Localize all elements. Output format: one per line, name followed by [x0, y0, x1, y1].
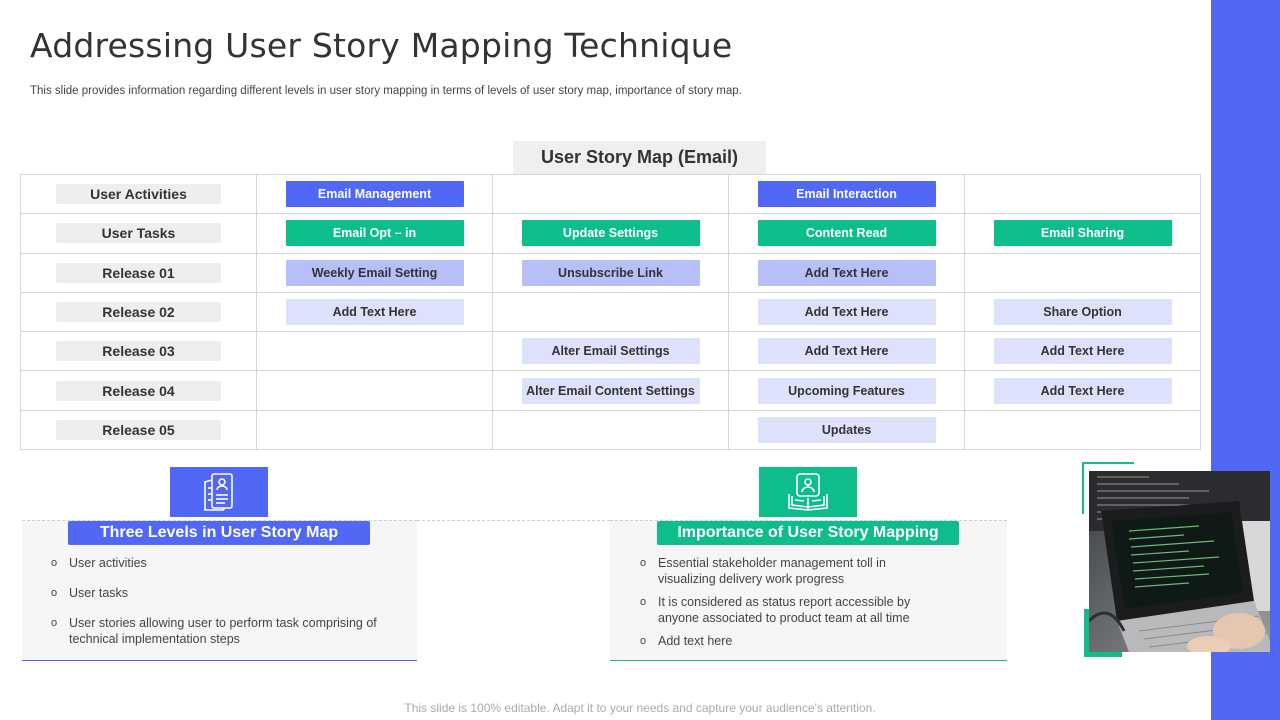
row-label: Release 04 — [56, 380, 221, 401]
row-label: Release 03 — [56, 341, 221, 362]
list-item: User tasks — [51, 585, 396, 601]
release-box: Add Text Here — [757, 299, 936, 326]
levels-list: User activities User tasks User stories … — [51, 555, 396, 661]
row-label: Release 02 — [56, 302, 221, 323]
photo-frame-accent — [1082, 462, 1134, 514]
task-box: Update Settings — [521, 220, 700, 247]
task-box: Email Opt – in — [285, 220, 464, 247]
activity-box: Email Management — [285, 181, 464, 208]
open-book-icon — [759, 467, 857, 517]
release-box: Share Option — [993, 299, 1172, 326]
laptop-code-photo — [1089, 471, 1270, 652]
release-box: Upcoming Features — [757, 377, 936, 404]
list-item: User stories allowing user to perform ta… — [51, 615, 396, 647]
slide-title: Addressing User Story Mapping Technique — [30, 26, 733, 65]
document-user-icon — [170, 467, 268, 517]
release-box: Add Text Here — [285, 299, 464, 326]
release-box: Updates — [757, 416, 936, 443]
release-box: Add Text Here — [757, 338, 936, 365]
photo-frame-accent — [1084, 609, 1122, 657]
row-label: Release 05 — [56, 419, 221, 440]
levels-heading: Three Levels in User Story Map — [68, 521, 370, 545]
release-box: Add Text Here — [757, 259, 936, 286]
importance-heading: Importance of User Story Mapping — [657, 521, 959, 545]
release-box: Weekly Email Setting — [285, 259, 464, 286]
release-box: Alter Email Content Settings — [521, 377, 700, 404]
row-label: User Activities — [56, 184, 221, 205]
list-item: It is considered as status report access… — [640, 594, 940, 626]
table-row: User Tasks Email Opt – in Update Setting… — [20, 213, 1201, 254]
story-map-table: User Activities Email Management Email I… — [20, 173, 1201, 451]
divider-line — [417, 520, 610, 521]
row-label: User Tasks — [56, 223, 221, 244]
slide-subtitle: This slide provides information regardin… — [30, 85, 742, 97]
table-row: Release 04 Alter Email Content Settings … — [20, 370, 1201, 411]
table-row: Release 02 Add Text Here Add Text Here S… — [20, 291, 1201, 333]
table-row: Release 03 Alter Email Settings Add Text… — [20, 331, 1201, 372]
release-box: Add Text Here — [993, 338, 1172, 365]
release-box: Unsubscribe Link — [521, 259, 700, 286]
release-box: Add Text Here — [993, 377, 1172, 404]
table-row: Release 01 Weekly Email Setting Unsubscr… — [20, 252, 1201, 293]
list-item: Add text here — [640, 633, 940, 649]
table-row: Release 05 Updates — [20, 409, 1201, 451]
task-box: Content Read — [757, 220, 936, 247]
footer-note: This slide is 100% editable. Adapt it to… — [404, 701, 876, 715]
row-label: Release 01 — [56, 262, 221, 283]
list-item: Essential stakeholder management toll in… — [640, 555, 940, 587]
importance-list: Essential stakeholder management toll in… — [640, 555, 940, 656]
task-box: Email Sharing — [993, 220, 1172, 247]
list-item: User activities — [51, 555, 396, 571]
release-box: Alter Email Settings — [521, 338, 700, 365]
activity-box: Email Interaction — [757, 181, 936, 208]
table-row: User Activities Email Management Email I… — [20, 173, 1201, 215]
map-title: User Story Map (Email) — [513, 141, 766, 174]
